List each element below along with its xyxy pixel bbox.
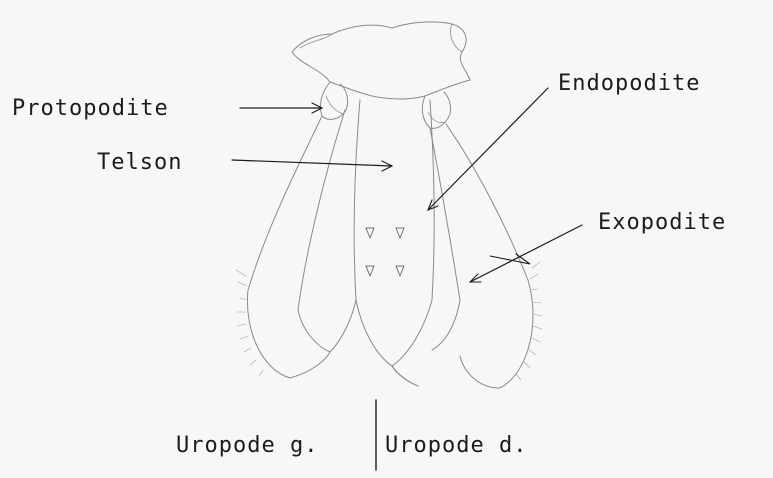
setae-right: [516, 262, 542, 380]
left-endopodite-outline: [298, 110, 356, 352]
telson-spines: [366, 228, 404, 276]
label-uropode-right: Uropode d.: [385, 433, 527, 459]
abdominal-segment-outline: [292, 22, 470, 99]
label-protopodite: Protopodite: [12, 96, 169, 122]
label-uropode-left: Uropode g.: [176, 433, 318, 459]
label-exopodite: Exopodite: [598, 210, 726, 236]
exopodite-pointer: [470, 225, 582, 282]
right-protopodite-outline: [422, 92, 450, 128]
label-telson: Telson: [97, 150, 182, 176]
telson-outline: [354, 100, 434, 366]
label-endopodite: Endopodite: [558, 71, 700, 97]
telson-pointer: [232, 160, 392, 166]
exopodite-hook: [490, 254, 530, 264]
exopodite-arrowhead: [470, 274, 481, 282]
left-exopodite-outline: [247, 116, 330, 378]
endopodite-pointer: [428, 88, 548, 210]
